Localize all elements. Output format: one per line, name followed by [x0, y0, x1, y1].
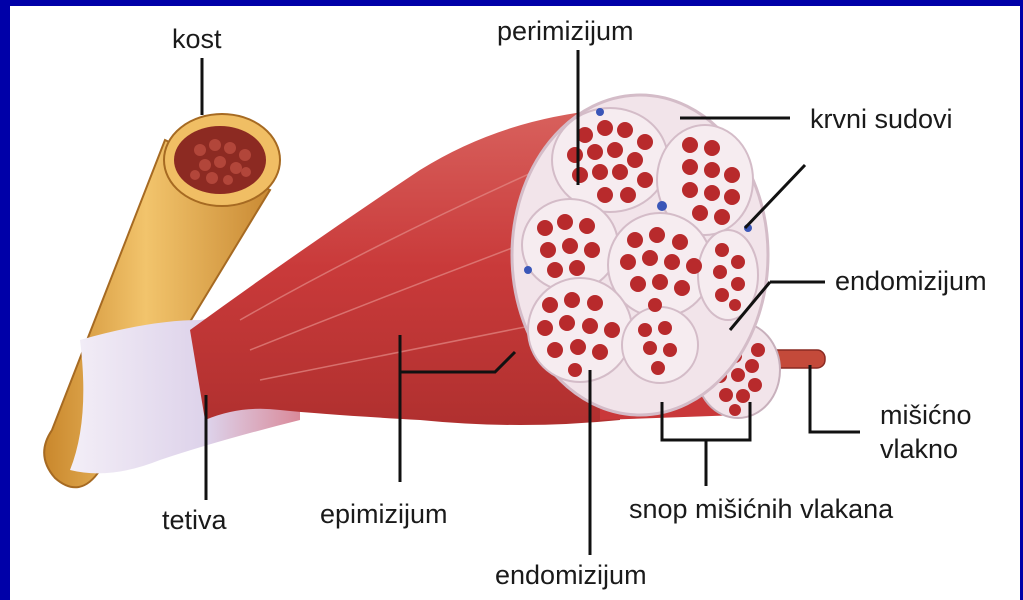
label-perimizijum: perimizijum — [497, 16, 634, 46]
muscle-cross-section — [512, 95, 768, 415]
label-epimizijum: epimizijum — [320, 499, 448, 529]
label-kost: kost — [172, 24, 222, 54]
label-misicno: mišićno — [880, 400, 972, 430]
label-endomizijum-right: endomizijum — [835, 266, 987, 296]
label-snop-misicnih-vlakana: snop mišićnih vlakana — [629, 494, 893, 524]
label-tetiva: tetiva — [162, 505, 227, 535]
label-krvni-sudovi: krvni sudovi — [810, 104, 953, 134]
label-endomizijum-bottom: endomizijum — [495, 560, 647, 590]
label-vlakno: vlakno — [880, 434, 958, 464]
